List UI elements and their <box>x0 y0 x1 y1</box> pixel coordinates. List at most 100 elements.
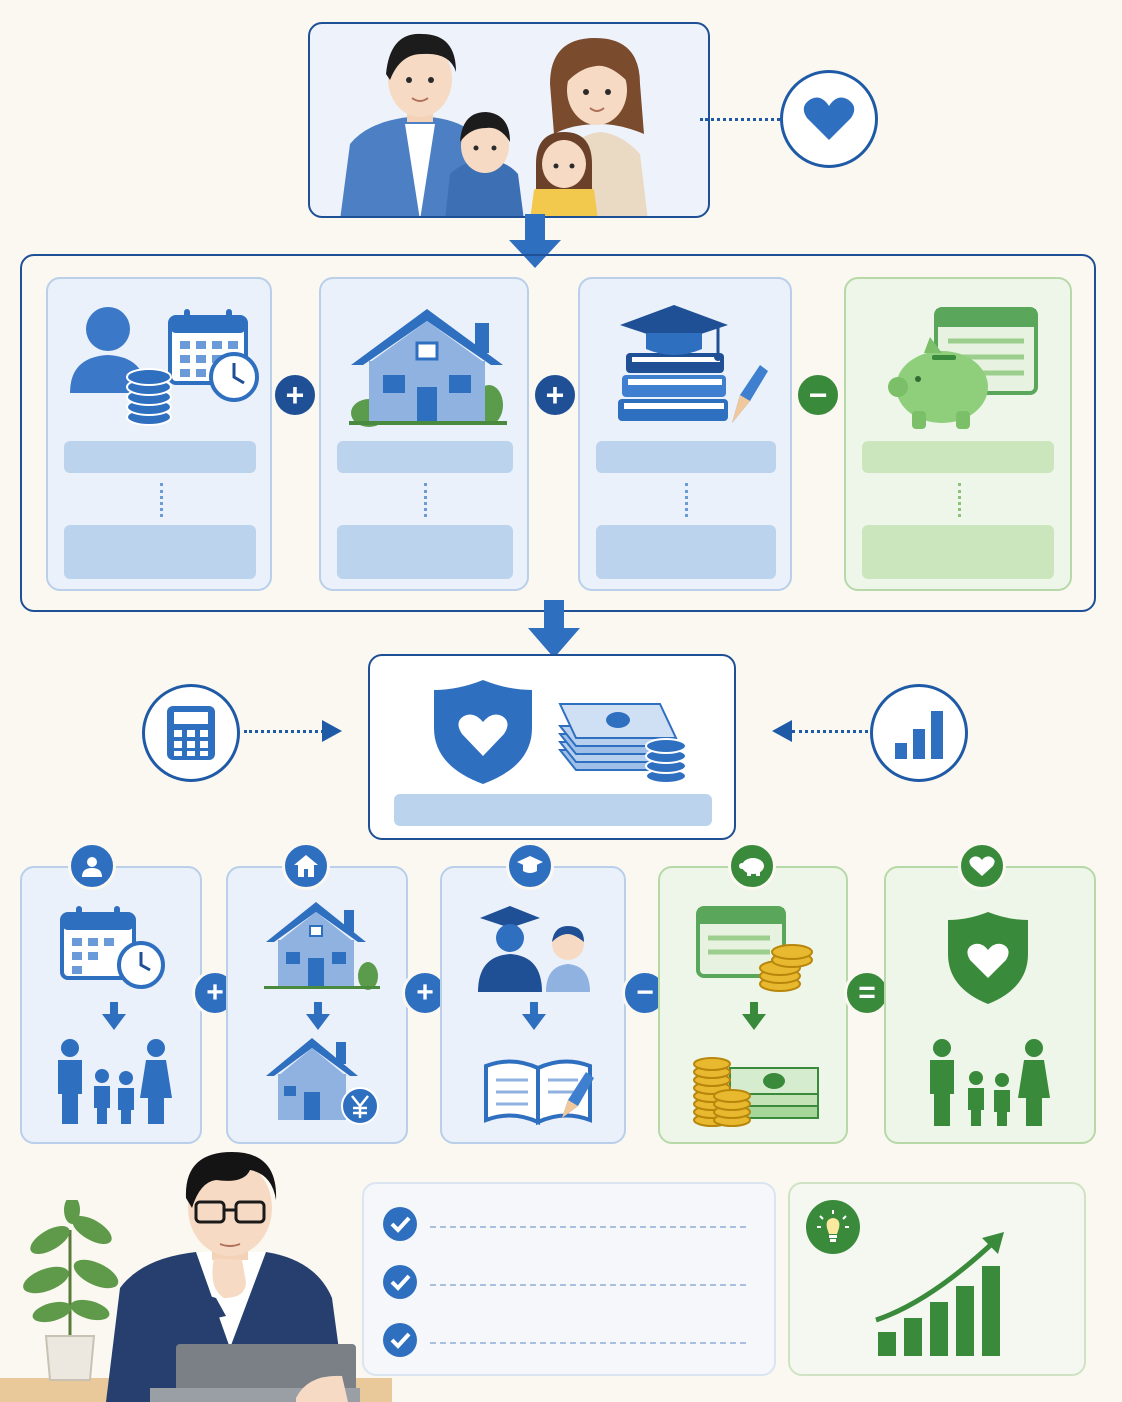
heart-icon <box>803 97 855 140</box>
check-icon <box>383 1323 417 1357</box>
house-yen-icon <box>266 1038 379 1125</box>
checklist-item <box>382 1322 752 1362</box>
education-value-bar <box>596 525 776 579</box>
checklist-line <box>430 1342 746 1344</box>
plant-icon <box>23 1200 119 1381</box>
savings-value-bar <box>862 525 1054 579</box>
coverage-card <box>368 654 736 840</box>
savings-dots <box>958 483 961 517</box>
savings-card <box>844 277 1072 591</box>
shield-heart-icon <box>434 680 532 784</box>
plus-sign: + <box>416 976 434 1009</box>
house-badge <box>282 842 330 890</box>
pencil-icon <box>732 365 768 423</box>
arrow-down-small-icon <box>102 1002 126 1030</box>
shield-heart-icon <box>948 912 1028 1004</box>
house-badge-icon <box>294 855 318 877</box>
person-icon <box>70 307 146 393</box>
house-icon <box>264 902 380 990</box>
passbook-icon <box>696 906 786 978</box>
heart-badge-small <box>958 842 1006 890</box>
minus-sign: − <box>636 976 654 1009</box>
housing-value-bar <box>337 525 513 579</box>
heart-badge-icon <box>969 856 995 876</box>
books-icon <box>618 305 768 423</box>
minus-sign: − <box>808 377 828 413</box>
growth-card <box>788 1182 1086 1376</box>
plus-sign: + <box>285 377 305 413</box>
education-label-bar <box>596 441 776 473</box>
checklist-card <box>362 1182 776 1376</box>
piggy-bank-icon <box>888 337 988 429</box>
person-badge-icon <box>82 857 102 877</box>
checklist-line <box>430 1284 746 1286</box>
family-heart-connector <box>700 118 780 121</box>
student-icon <box>478 906 590 992</box>
arrow-down-small-icon <box>306 1002 330 1030</box>
housing-dots <box>424 483 427 517</box>
breakdown-education-card <box>440 866 626 1144</box>
checklist-line <box>430 1226 746 1228</box>
coin-stack-icon <box>126 368 172 426</box>
pencil-icon <box>562 1072 594 1118</box>
arrow-right-icon <box>322 720 342 742</box>
living-expense-label-bar <box>64 441 256 473</box>
living-expense-dots <box>160 483 163 517</box>
family-card <box>308 22 710 218</box>
check-icon <box>383 1207 417 1241</box>
arrow-down-icon <box>528 600 580 658</box>
living-expense-value-bar <box>64 525 256 579</box>
coins-icon <box>759 944 813 992</box>
calculator-connector <box>244 730 324 733</box>
piggy-badge-icon <box>739 858 764 876</box>
savings-label-bar <box>862 441 1054 473</box>
heart-badge <box>780 70 878 168</box>
family-illustration <box>340 33 648 216</box>
check-icon <box>383 1265 417 1299</box>
arrow-down-small-icon <box>522 1002 546 1030</box>
piggy-badge <box>728 842 776 890</box>
clock-icon <box>117 941 165 989</box>
calculator-icon <box>167 706 215 760</box>
minus-operator-1: − <box>795 372 841 418</box>
plus-sign: + <box>206 976 224 1009</box>
breakdown-savings-card <box>658 866 848 1144</box>
calendar-icon <box>60 906 136 980</box>
growth-chart-icon <box>875 1232 1004 1356</box>
housing-label-bar <box>337 441 513 473</box>
open-book-icon <box>484 1059 594 1126</box>
arrow-left-icon <box>772 720 792 742</box>
bar-chart-icon <box>895 711 943 759</box>
living-expense-card <box>46 277 272 591</box>
clock-icon <box>209 352 259 402</box>
equals-operator: = <box>844 970 890 1016</box>
breakdown-housing-card <box>226 866 408 1144</box>
housing-card <box>319 277 529 591</box>
lightbulb-badge <box>806 1200 860 1254</box>
lightbulb-icon <box>817 1210 849 1242</box>
calculator-badge <box>142 684 240 782</box>
chart-connector <box>792 730 868 733</box>
checklist-item <box>382 1206 752 1246</box>
graduation-badge <box>506 842 554 890</box>
family-icon <box>930 1039 1050 1126</box>
person-badge <box>68 842 116 890</box>
plus-operator-2: + <box>532 372 578 418</box>
breakdown-result-card <box>884 866 1096 1144</box>
man-with-laptop-illustration <box>106 1152 360 1402</box>
plus-operator-1: + <box>272 372 318 418</box>
education-card <box>578 277 792 591</box>
chart-badge <box>870 684 968 782</box>
graduation-badge-icon <box>517 856 543 873</box>
equals-sign: = <box>858 976 876 1009</box>
arrow-down-small-icon <box>742 1002 766 1030</box>
breakdown-living-card <box>20 866 202 1144</box>
education-dots <box>685 483 688 517</box>
cash-stack-icon <box>557 703 687 784</box>
cash-coins-icon <box>693 1057 819 1127</box>
plus-sign: + <box>545 377 565 413</box>
coverage-label-bar <box>394 794 712 826</box>
house-icon <box>349 309 507 427</box>
checklist-item <box>382 1264 752 1304</box>
family-icon <box>58 1039 172 1124</box>
